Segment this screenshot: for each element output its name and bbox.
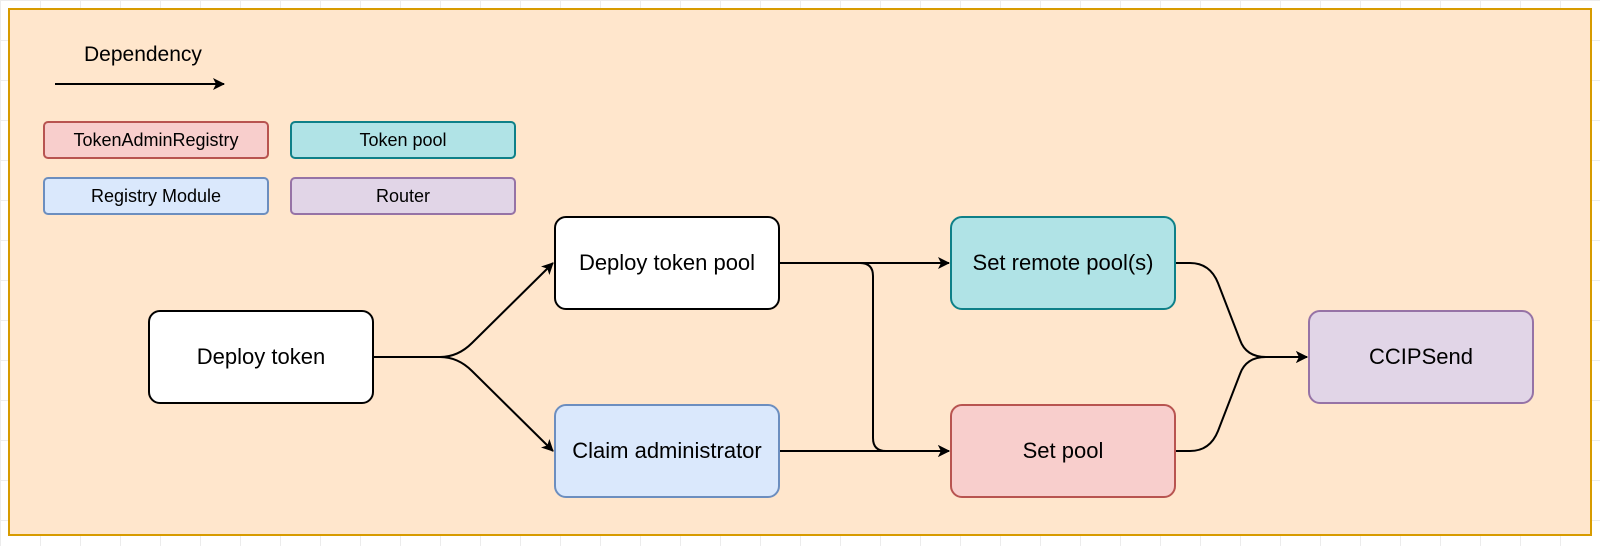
- edge-deploy-token-to-deploy-token-pool: [374, 262, 554, 358]
- node-claim-administrator: Claim administrator: [554, 404, 780, 498]
- edge-set-pool-to-ccipsend: [1176, 351, 1308, 452]
- edge-set-remote-pools-to-ccipsend: [1176, 262, 1308, 363]
- legend-item-router: Router: [290, 177, 516, 215]
- edge-deploy-token-pool-to-set-pool: [780, 262, 950, 457]
- legend-item-tokenadminregistry: TokenAdminRegistry: [43, 121, 269, 159]
- legend-item-token-pool: Token pool: [290, 121, 516, 159]
- diagram-canvas: [8, 8, 1592, 536]
- legend-title: Dependency: [84, 43, 202, 66]
- node-set-pool: Set pool: [950, 404, 1176, 498]
- node-set-remote-pools: Set remote pool(s): [950, 216, 1176, 310]
- legend-item-registry-module: Registry Module: [43, 177, 269, 215]
- node-deploy-token: Deploy token: [148, 310, 374, 404]
- node-deploy-token-pool: Deploy token pool: [554, 216, 780, 310]
- node-ccipsend: CCIPSend: [1308, 310, 1534, 404]
- edge-deploy-token-to-claim-administrator: [374, 356, 554, 452]
